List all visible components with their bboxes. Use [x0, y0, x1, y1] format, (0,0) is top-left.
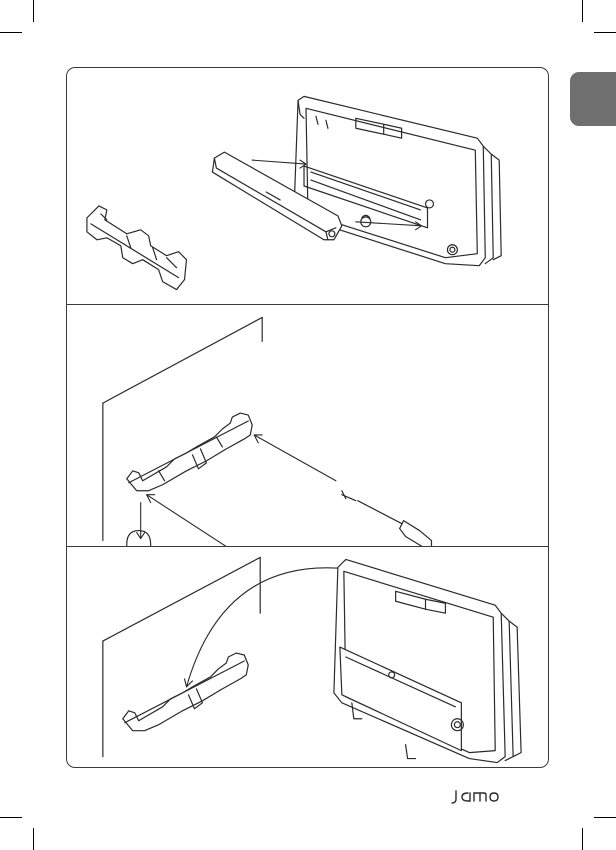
speaker-side-view	[334, 559, 521, 768]
step-2-illustration	[67, 305, 548, 546]
crop-mark-tl-h	[0, 32, 22, 33]
arrow-icon	[137, 435, 336, 546]
wall-bracket-part	[87, 206, 187, 290]
padlock-icon	[121, 531, 157, 546]
wall-bracket	[127, 413, 252, 491]
instruction-frame	[66, 67, 549, 768]
screwdriver-icon	[358, 501, 432, 546]
step-3-panel	[67, 547, 548, 768]
step-1-illustration	[67, 68, 548, 304]
crop-mark-bl-h	[0, 817, 22, 818]
crop-mark-tl-v	[33, 0, 34, 22]
crop-mark-tr-v	[582, 0, 583, 22]
crop-mark-br-h	[594, 817, 616, 818]
jamo-logo	[450, 787, 514, 805]
step-3-illustration	[67, 547, 548, 768]
step-1-panel	[67, 68, 548, 304]
screw-icon	[232, 491, 355, 546]
section-tab	[570, 72, 616, 126]
wall-bracket	[123, 653, 248, 731]
crop-mark-br-v	[582, 828, 583, 850]
step-2-panel	[67, 305, 548, 546]
crop-mark-bl-v	[33, 828, 34, 850]
crop-mark-tr-h	[594, 32, 616, 33]
